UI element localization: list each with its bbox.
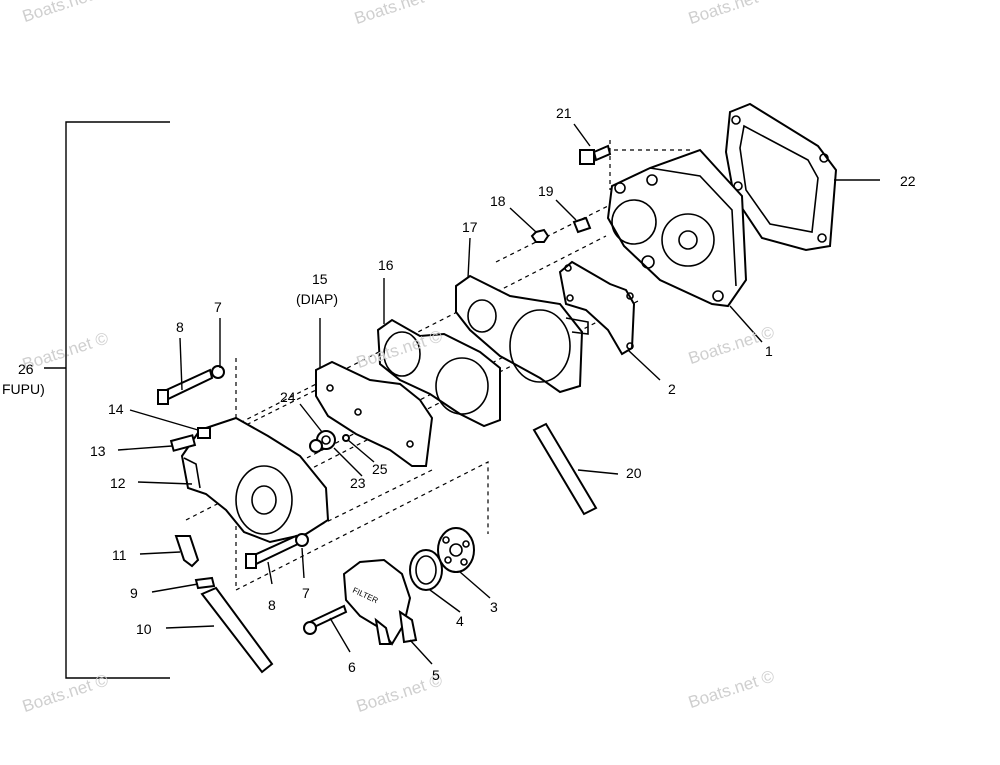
washer-7-lower	[295, 533, 309, 547]
callout-21: 21	[556, 105, 572, 121]
callout-14: 14	[108, 401, 124, 417]
pin-25	[342, 434, 350, 442]
callout-24: 24	[280, 389, 296, 405]
callout-3: 3	[490, 599, 498, 615]
pump-body-1	[606, 148, 748, 308]
screw-21	[579, 144, 612, 165]
callout-11: 11	[112, 547, 127, 563]
callout-20: 20	[626, 465, 642, 481]
callout-23: 23	[350, 475, 366, 491]
diaphragm-15	[315, 360, 434, 467]
callout-22: 22	[900, 173, 916, 189]
callout-4: 4	[456, 613, 464, 629]
washer-7-upper	[211, 365, 225, 379]
callout-12: 12	[110, 475, 126, 491]
callout-25: 25	[372, 461, 388, 477]
hose-10	[200, 586, 274, 674]
gasket-22	[724, 102, 838, 252]
hose-20	[532, 422, 598, 516]
callout-15-subtitle: (DIAP)	[296, 291, 338, 307]
leader-lines	[117, 123, 880, 665]
callout-19: 19	[538, 183, 554, 199]
callout-8-lower: 8	[268, 597, 276, 613]
callout-1: 1	[765, 343, 773, 359]
ring-23	[309, 439, 323, 453]
callout-6: 6	[348, 659, 356, 675]
chamber-17	[455, 274, 584, 394]
clip-9	[194, 576, 216, 590]
callout-7-upper: 7	[214, 299, 222, 315]
callout-7-lower: 7	[302, 585, 310, 601]
fitting-11	[174, 535, 200, 568]
filter-screen-3	[437, 527, 475, 573]
screw-14	[197, 427, 211, 439]
callout-5: 5	[432, 667, 440, 683]
callout-10: 10	[136, 621, 152, 637]
pump-housing-12	[180, 416, 330, 544]
fitting-13	[169, 434, 197, 452]
callout-18: 18	[490, 193, 506, 209]
assembly-name: FUPU)	[2, 381, 45, 397]
callout-17: 17	[462, 219, 478, 235]
callout-15: 15	[312, 271, 328, 287]
callout-2: 2	[668, 381, 676, 397]
gasket-4	[409, 549, 443, 591]
callout-9: 9	[130, 585, 138, 601]
assembly-number: 26	[18, 361, 34, 377]
pin-19	[572, 216, 592, 234]
nut-18	[530, 228, 550, 243]
callout-13: 13	[90, 443, 106, 459]
screw-8-upper	[160, 368, 214, 402]
assembly-bracket	[65, 121, 170, 679]
callout-8-upper: 8	[176, 319, 184, 335]
callout-16: 16	[378, 257, 394, 273]
